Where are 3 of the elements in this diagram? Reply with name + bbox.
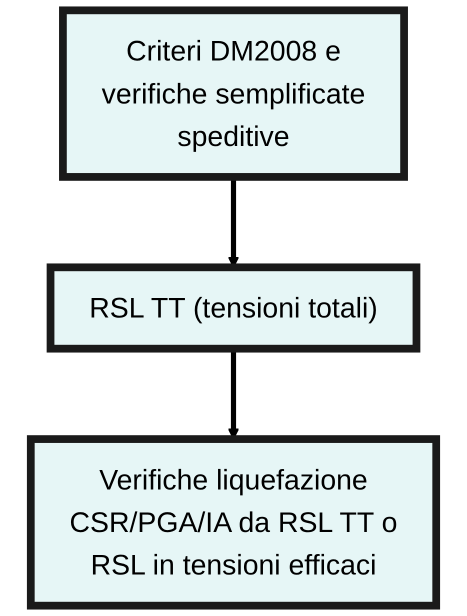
node-box: Verifiche liquefazione CSR/PGA/IA da RSL TT o RSL in tensioni efficaci [26, 435, 440, 610]
node-box: Criteri DM2008 e verifiche semplificate speditive [59, 6, 408, 181]
node-box: RSL TT (tensioni totali) [46, 263, 420, 353]
